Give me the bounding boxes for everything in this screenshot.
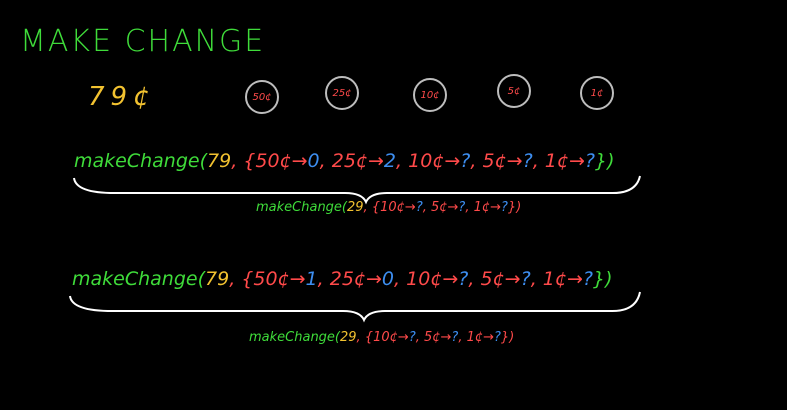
- func-name: makeChange(: [72, 268, 205, 290]
- coin-count-5: ?: [520, 268, 531, 290]
- amount-arg: 79: [207, 150, 232, 172]
- coin-25: 25¢: [325, 76, 359, 110]
- coin-count-10: ?: [415, 200, 423, 215]
- coin-count-1: ?: [501, 200, 508, 215]
- coin-10-label: 10¢: [420, 89, 440, 101]
- separator: ,: [468, 268, 481, 290]
- amount-label: 79¢: [88, 82, 156, 112]
- amount-arg: 79: [205, 268, 230, 290]
- amount-arg: 29: [340, 330, 357, 345]
- coin-key-1: 1¢→: [473, 200, 502, 215]
- coin-count-5: ?: [451, 330, 459, 345]
- separator: ,: [394, 268, 407, 290]
- coin-25-label: 25¢: [332, 87, 352, 99]
- brace-2-path: [69, 291, 641, 323]
- closing-brackets: }): [507, 200, 522, 215]
- separator: ,: [415, 330, 424, 345]
- separator: ,: [458, 330, 467, 345]
- separator: ,: [319, 150, 332, 172]
- sub-expression-1: makeChange(29, {10¢→?, 5¢→?, 1¢→?}): [256, 200, 521, 215]
- coin-key-50: 50¢→: [253, 268, 306, 290]
- amount-arg: 29: [347, 200, 364, 215]
- coin-key-5: 5¢→: [480, 268, 521, 290]
- expression-line-1: makeChange(79, {50¢→0, 25¢→2, 10¢→?, 5¢→…: [74, 150, 615, 172]
- coin-key-5: 5¢→: [430, 200, 459, 215]
- separator: , {: [231, 150, 256, 172]
- expression-line-2: makeChange(79, {50¢→1, 25¢→0, 10¢→?, 5¢→…: [72, 268, 613, 290]
- closing-brackets: }): [594, 150, 615, 172]
- separator: ,: [422, 200, 431, 215]
- func-name: makeChange(: [74, 150, 207, 172]
- coin-count-5: ?: [458, 200, 466, 215]
- coin-count-1: ?: [584, 150, 595, 172]
- brace-1-path: [73, 175, 641, 205]
- separator: ,: [470, 150, 483, 172]
- coin-5-label: 5¢: [507, 85, 521, 97]
- func-name: makeChange(: [256, 200, 347, 215]
- separator: ,: [396, 150, 409, 172]
- coin-50: 50¢: [245, 80, 279, 114]
- coin-count-50: 1: [305, 268, 318, 290]
- coin-key-1: 1¢→: [542, 268, 583, 290]
- coin-key-25: 25¢→: [329, 268, 382, 290]
- coin-count-10: ?: [408, 330, 416, 345]
- coin-count-1: ?: [582, 268, 593, 290]
- coin-count-25: 2: [383, 150, 397, 172]
- coin-50-label: 50¢: [252, 91, 272, 103]
- coin-count-5: ?: [522, 150, 533, 172]
- coin-count-25: 0: [381, 268, 395, 290]
- coin-key-10: 10¢→: [373, 330, 409, 345]
- coin-key-5: 5¢→: [423, 330, 452, 345]
- closing-brackets: }): [500, 330, 515, 345]
- closing-brackets: }): [592, 268, 613, 290]
- coin-1-label: 1¢: [590, 87, 604, 99]
- coin-key-10: 10¢→: [408, 150, 461, 172]
- separator: , {: [363, 200, 381, 215]
- coin-count-1: ?: [494, 330, 501, 345]
- coin-count-50: 0: [307, 150, 320, 172]
- coin-key-25: 25¢→: [331, 150, 384, 172]
- coin-10: 10¢: [413, 78, 447, 112]
- separator: ,: [532, 150, 545, 172]
- coin-5: 5¢: [497, 74, 531, 108]
- coin-key-1: 1¢→: [544, 150, 585, 172]
- coin-key-10: 10¢→: [380, 200, 416, 215]
- separator: ,: [465, 200, 474, 215]
- func-name: makeChange(: [249, 330, 340, 345]
- separator: , {: [229, 268, 254, 290]
- coin-key-5: 5¢→: [482, 150, 523, 172]
- coin-count-10: ?: [458, 268, 469, 290]
- coin-1: 1¢: [580, 76, 614, 110]
- coin-key-10: 10¢→: [406, 268, 459, 290]
- diagram-title: MAKE CHANGE: [20, 24, 266, 59]
- coin-count-10: ?: [460, 150, 471, 172]
- separator: ,: [317, 268, 330, 290]
- separator: , {: [356, 330, 374, 345]
- coin-key-50: 50¢→: [255, 150, 308, 172]
- sub-expression-2: makeChange(29, {10¢→?, 5¢→?, 1¢→?}): [249, 330, 514, 345]
- separator: ,: [530, 268, 543, 290]
- coin-key-1: 1¢→: [466, 330, 495, 345]
